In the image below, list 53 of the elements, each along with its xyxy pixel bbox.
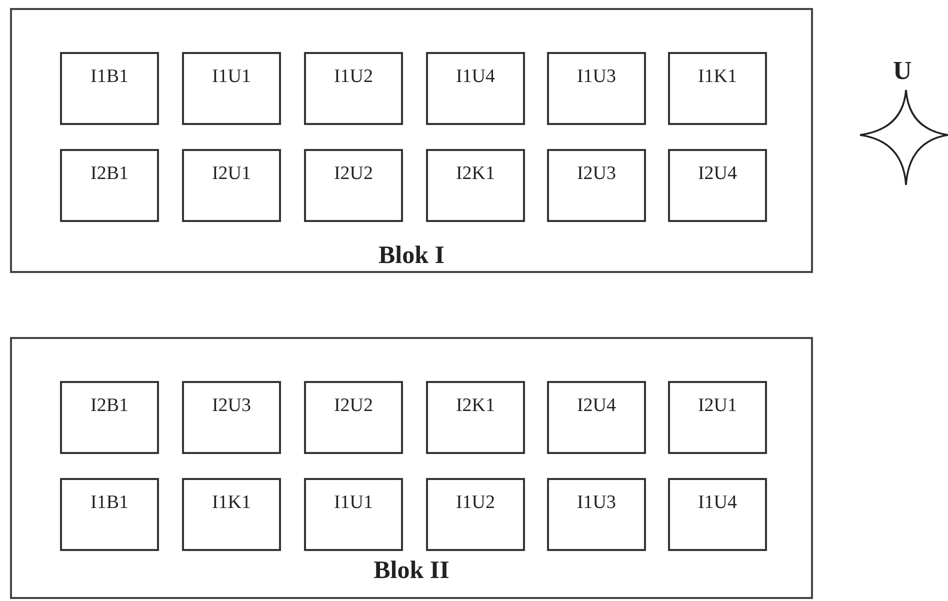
plot-label: I1U4 bbox=[696, 492, 738, 514]
plot-box bbox=[182, 52, 281, 125]
plot-label: I1B1 bbox=[90, 66, 130, 88]
plot-label: I2U2 bbox=[332, 163, 374, 185]
plot-box bbox=[60, 381, 159, 454]
plot-label: I2U1 bbox=[696, 395, 738, 417]
plot-box bbox=[182, 149, 281, 222]
north-label: U bbox=[893, 56, 912, 86]
plot-label: I2U4 bbox=[576, 395, 618, 417]
plot-box bbox=[547, 478, 646, 551]
plot-label: I2U3 bbox=[210, 395, 252, 417]
plot-box bbox=[547, 381, 646, 454]
plot-box bbox=[547, 149, 646, 222]
plot-label: I1U2 bbox=[454, 492, 496, 514]
plot-label: I1U1 bbox=[332, 492, 374, 514]
plot-box bbox=[668, 381, 767, 454]
plot-label: I2U1 bbox=[210, 163, 252, 185]
plot-label: I1U1 bbox=[210, 66, 252, 88]
block-frame bbox=[10, 337, 813, 599]
plot-box bbox=[304, 478, 403, 551]
plot-box bbox=[182, 381, 281, 454]
plot-box bbox=[668, 52, 767, 125]
plot-label: I2K1 bbox=[454, 163, 496, 185]
plot-box bbox=[426, 52, 525, 125]
plot-label: I1K1 bbox=[210, 492, 252, 514]
plot-box bbox=[426, 149, 525, 222]
plot-box bbox=[304, 381, 403, 454]
block-title: Blok II bbox=[372, 557, 450, 585]
plot-box bbox=[668, 478, 767, 551]
plot-label: I1U4 bbox=[454, 66, 496, 88]
plot-label: I1K1 bbox=[696, 66, 738, 88]
plot-label: I1B1 bbox=[90, 492, 130, 514]
plot-box bbox=[60, 149, 159, 222]
plot-box bbox=[426, 381, 525, 454]
plot-box bbox=[304, 149, 403, 222]
plot-box bbox=[668, 149, 767, 222]
plot-box bbox=[426, 478, 525, 551]
plot-label: I1U2 bbox=[332, 66, 374, 88]
plot-label: I2B1 bbox=[90, 395, 130, 417]
plot-box bbox=[182, 478, 281, 551]
plot-label: I1U3 bbox=[576, 66, 618, 88]
plot-label: I2U4 bbox=[696, 163, 738, 185]
block-title: Blok I bbox=[377, 242, 446, 270]
plot-label: I1U3 bbox=[576, 492, 618, 514]
plot-box bbox=[60, 52, 159, 125]
plot-box bbox=[304, 52, 403, 125]
plot-label: I2U3 bbox=[576, 163, 618, 185]
plot-box bbox=[60, 478, 159, 551]
plot-label: I2K1 bbox=[454, 395, 496, 417]
block-frame bbox=[10, 8, 813, 273]
plot-label: I2B1 bbox=[90, 163, 130, 185]
plot-label: I2U2 bbox=[332, 395, 374, 417]
plot-box bbox=[547, 52, 646, 125]
